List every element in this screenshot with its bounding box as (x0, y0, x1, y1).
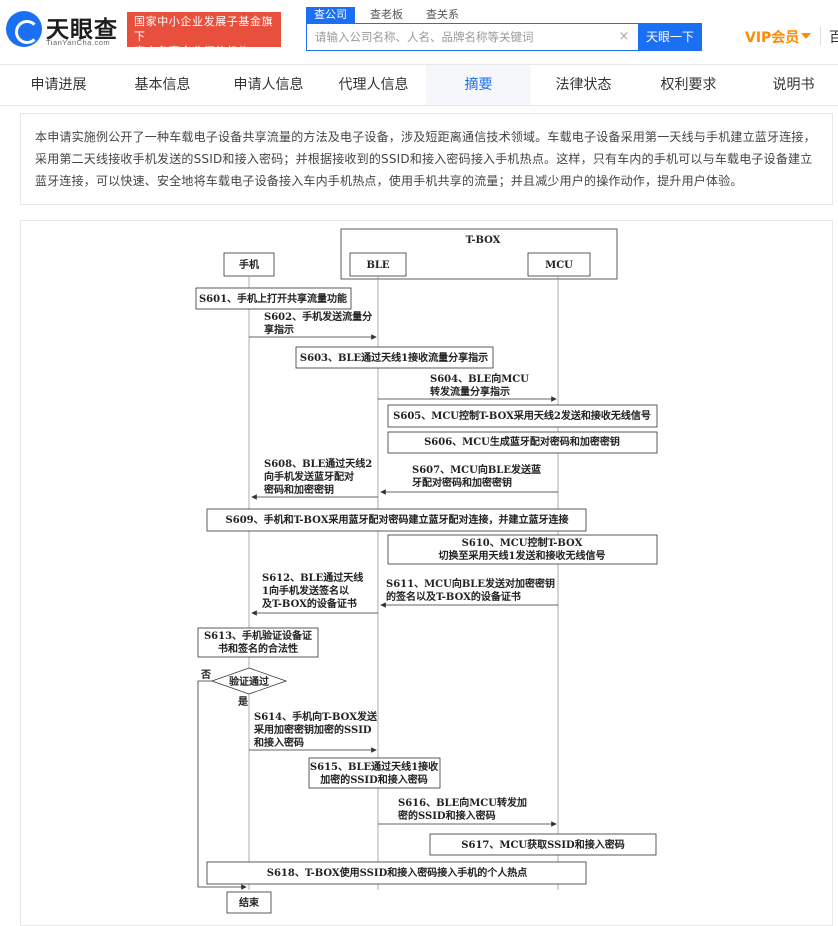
logo[interactable]: 天眼查 TianYanCha.com (6, 10, 121, 50)
figure-panel (20, 220, 833, 926)
search-button[interactable]: 天眼一下 (638, 22, 702, 51)
chevron-down-icon[interactable] (801, 33, 811, 39)
tab-abstract[interactable]: 摘要 (426, 65, 531, 105)
search-type-tabs: 查公司 查老板 查关系 (306, 7, 474, 23)
tab-search-relation[interactable]: 查关系 (426, 8, 459, 21)
badge-line-1: 国家中小企业发展子基金旗下 (134, 15, 274, 43)
tab-applicant-info[interactable]: 申请人信息 (233, 77, 304, 93)
logo-subtitle: TianYanCha.com (46, 38, 111, 47)
tab-search-company[interactable]: 查公司 (306, 7, 355, 23)
abstract-text: 本申请实施例公开了一种车载电子设备共享流量的方法及电子设备，涉及短距离通信技术领… (20, 113, 833, 205)
search-input[interactable] (315, 28, 615, 46)
badge-line-2: 官方备案企业征信机构 (134, 45, 250, 58)
vip-member-link[interactable]: VIP会员 (745, 30, 800, 46)
tab-application-progress[interactable]: 申请进展 (30, 77, 87, 93)
tab-description[interactable]: 说明书 (772, 77, 815, 93)
top-header: 天眼查 TianYanCha.com 国家中小企业发展子基金旗下 官方备案企业征… (0, 0, 838, 64)
tab-agent-info[interactable]: 代理人信息 (338, 77, 409, 93)
tab-legal-status[interactable]: 法律状态 (555, 77, 612, 93)
promo-badge[interactable]: 国家中小企业发展子基金旗下 官方备案企业征信机构 (127, 12, 281, 58)
clear-icon[interactable]: × (618, 29, 630, 44)
logo-name: 天眼查 (46, 17, 118, 43)
search-bar: × 天眼一下 (306, 22, 702, 51)
tab-search-boss[interactable]: 查老板 (370, 8, 403, 21)
header-extra-link[interactable]: 百 (829, 30, 838, 46)
logo-icon (6, 11, 42, 47)
tab-claims[interactable]: 权利要求 (660, 77, 717, 93)
section-nav: 申请进展 基本信息 申请人信息 代理人信息 摘要 法律状态 权利要求 说明书 (0, 64, 838, 106)
tab-basic-info[interactable]: 基本信息 (134, 77, 191, 93)
divider (820, 27, 821, 45)
